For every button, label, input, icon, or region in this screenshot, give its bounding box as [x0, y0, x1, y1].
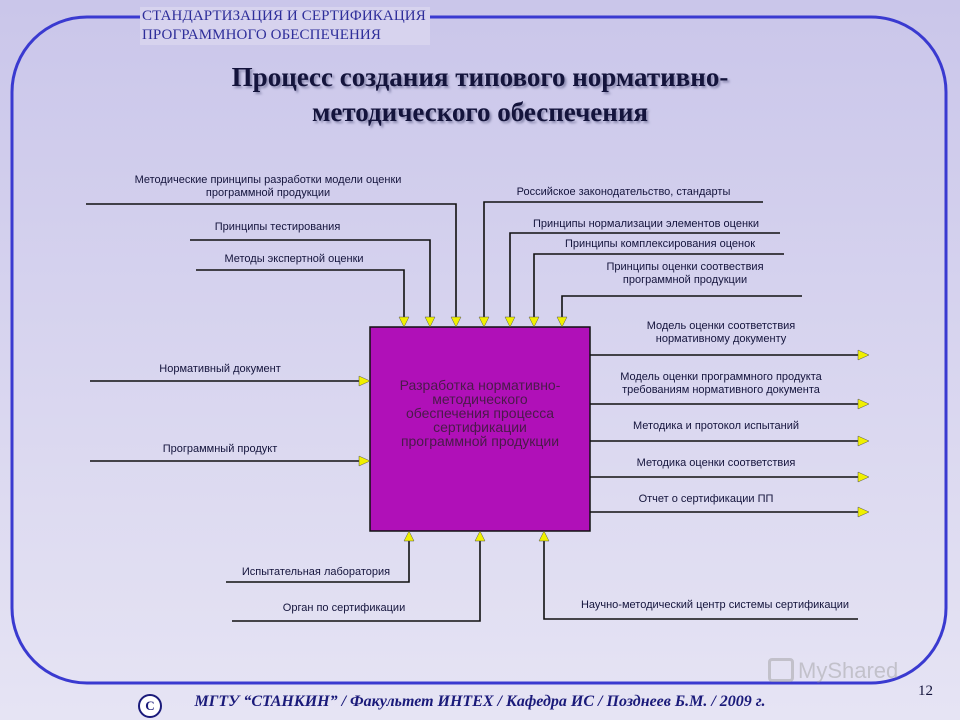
mechanism-label-text: Научно-методический центр системы сертиф…	[580, 599, 850, 611]
arrowhead	[857, 506, 870, 518]
watermark-icon	[768, 658, 794, 682]
control-label-line: Методы экспертной оценки	[224, 253, 364, 265]
arrowhead	[857, 398, 870, 410]
arrowhead	[424, 316, 436, 328]
arrowhead	[358, 375, 371, 387]
process-line: сертификации	[433, 419, 527, 435]
input-label-text: Программный продукт	[162, 443, 278, 455]
arrowhead	[538, 530, 550, 542]
control-label-line: Российское законодательство, стандарты	[516, 186, 731, 198]
mechanism-label: Испытательная лаборатория	[218, 566, 414, 579]
arrowhead	[528, 316, 540, 328]
watermark-logo: MyShared	[768, 658, 898, 684]
control-arrow	[483, 201, 763, 322]
control-label: Принципы тестирования	[190, 221, 365, 234]
output-label-line: Отчет о сертификации ПП	[638, 493, 774, 505]
control-arrow	[190, 239, 431, 322]
output-label-line: Методика оценки соответствия	[636, 457, 796, 469]
process-line: обеспечения процесса	[405, 405, 555, 421]
process-line: программной продукции	[400, 433, 560, 449]
copyright-icon: С	[138, 694, 162, 718]
control-label: Принципы оценки соотвествия программной …	[570, 261, 800, 287]
arrowhead	[857, 349, 870, 361]
output-label-line: Модель оценки программного продукта	[620, 371, 822, 383]
control-label: Принципы нормализации элементов оценки	[512, 218, 780, 231]
control-arrow	[533, 253, 784, 322]
arrowhead	[556, 316, 568, 328]
control-label-line: программной продукции	[205, 187, 331, 199]
control-label-line: Принципы комплексирования оценок	[564, 238, 756, 250]
control-label: Методические принципы разработки модели …	[88, 174, 448, 200]
control-label: Российское законодательство, стандарты	[486, 186, 761, 199]
arrowhead	[398, 316, 410, 328]
course-header: СТАНДАРТИЗАЦИЯ И СЕРТИФИКАЦИЯ ПРОГРАММНО…	[140, 7, 430, 45]
slide-title: Процесс создания типового нормативно- ме…	[0, 60, 960, 130]
control-label-line: Принципы тестирования	[214, 221, 341, 233]
slide-title-line1: Процесс создания типового нормативно-	[231, 62, 729, 92]
control-label-line: программной продукции	[622, 274, 748, 286]
mechanism-label-text: Орган по сертификации	[282, 602, 406, 614]
control-arrow	[196, 269, 405, 322]
mechanism-arrow	[232, 541, 481, 622]
input-label: Нормативный документ	[120, 363, 320, 376]
output-label: Методика оценки соответствия	[596, 457, 836, 470]
arrowhead	[504, 316, 516, 328]
output-label-line: Методика и протокол испытаний	[633, 420, 799, 432]
control-arrow	[86, 203, 457, 322]
output-label-line: требованиям нормативного документа	[622, 384, 820, 396]
mechanism-label: Научно-методический центр системы сертиф…	[550, 599, 880, 612]
input-label-text: Нормативный документ	[159, 363, 281, 375]
arrowhead	[358, 455, 371, 467]
control-arrow	[561, 295, 802, 322]
control-arrow	[509, 232, 780, 322]
control-label: Принципы комплексирования оценок	[538, 238, 782, 251]
diagram-arrows	[86, 201, 870, 622]
input-label: Программный продукт	[120, 443, 320, 456]
arrowhead	[474, 530, 486, 542]
output-label: Отчет о сертификации ПП	[596, 493, 816, 506]
output-label: Модель оценки программного продукта треб…	[590, 371, 852, 397]
control-label-line: Методические принципы разработки модели …	[134, 174, 402, 186]
process-line: методического	[432, 391, 528, 407]
arrowhead	[857, 435, 870, 447]
process-box-label: Разработка нормативно- методического обе…	[372, 378, 588, 448]
output-label-line: Модель оценки соответствия	[646, 320, 796, 332]
control-label: Методы экспертной оценки	[196, 253, 392, 266]
arrowhead	[450, 316, 462, 328]
page-number: 12	[918, 683, 933, 699]
watermark-text: MyShared	[798, 658, 899, 683]
course-header-line1: СТАНДАРТИЗАЦИЯ И СЕРТИФИКАЦИЯ	[142, 8, 426, 24]
output-label: Модель оценки соответствия нормативному …	[596, 320, 846, 346]
slide-title-line2: методического обеспечения	[311, 97, 649, 127]
process-box	[369, 326, 591, 532]
mechanism-arrow	[543, 541, 858, 620]
control-label-line: Принципы оценки соотвествия	[606, 261, 764, 273]
arrowhead	[403, 530, 415, 542]
mechanism-label-text: Испытательная лаборатория	[241, 566, 391, 578]
mechanism-label: Орган по сертификации	[244, 602, 444, 615]
slide-frame	[10, 15, 948, 685]
arrowhead	[857, 471, 870, 483]
slide-footer: МГТУ “СТАНКИН” / Факультет ИНТЕХ / Кафед…	[194, 693, 766, 710]
course-header-line2: ПРОГРАММНОГО ОБЕСПЕЧЕНИЯ	[142, 27, 381, 43]
output-label: Методика и протокол испытаний	[596, 420, 836, 433]
arrowhead	[478, 316, 490, 328]
control-label-line: Принципы нормализации элементов оценки	[532, 218, 759, 230]
output-label-line: нормативному документу	[655, 333, 787, 345]
mechanism-arrow	[226, 541, 410, 583]
process-line: Разработка нормативно-	[399, 377, 561, 393]
